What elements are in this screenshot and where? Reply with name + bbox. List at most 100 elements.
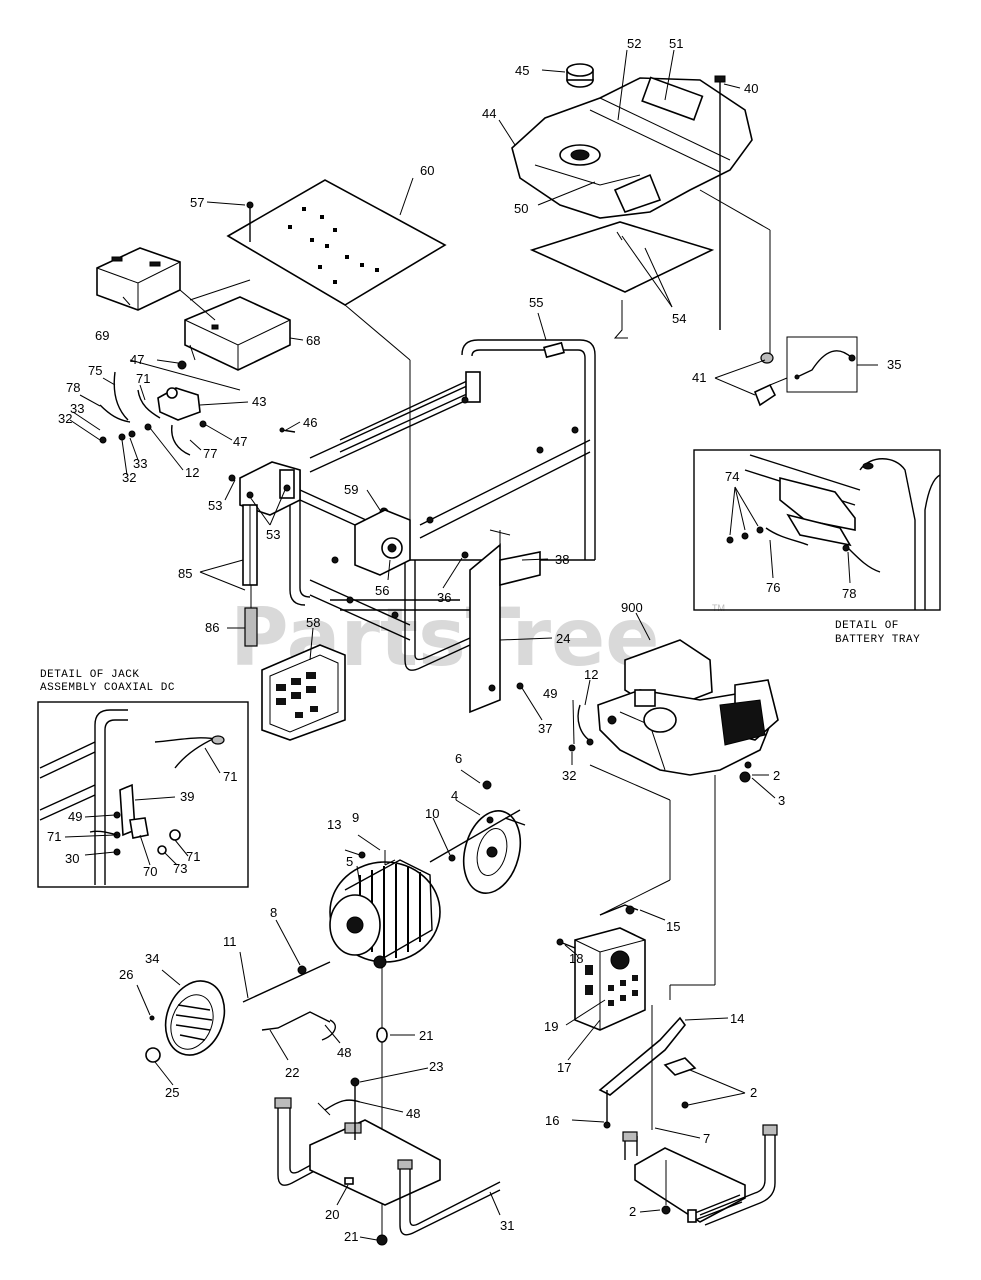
callout-4: 4 xyxy=(451,788,458,803)
callout-44: 44 xyxy=(482,106,496,121)
callout-52: 52 xyxy=(627,36,641,51)
callout-39: 39 xyxy=(180,789,194,804)
callout-26: 26 xyxy=(119,967,133,982)
mounting-cradle-left xyxy=(274,1097,501,1236)
callout-71a: 71 xyxy=(136,371,150,386)
callout-36: 36 xyxy=(437,590,451,605)
callout-43: 43 xyxy=(252,394,266,409)
callout-21b: 21 xyxy=(344,1229,358,1244)
control-panel xyxy=(261,644,346,741)
callout-30: 30 xyxy=(65,851,79,866)
callout-53b: 53 xyxy=(266,527,280,542)
callout-55: 55 xyxy=(529,295,543,310)
callout-15: 15 xyxy=(666,919,680,934)
callout-18: 18 xyxy=(569,951,583,966)
callout-16: 16 xyxy=(545,1113,559,1128)
muffler xyxy=(574,904,646,1031)
engine xyxy=(597,639,779,783)
caption-battery-tray-line2: BATTERY TRAY xyxy=(835,634,920,646)
callout-49a: 49 xyxy=(543,686,557,701)
detail-jack-assembly xyxy=(37,701,249,888)
battery-tray xyxy=(184,296,291,371)
callout-10: 10 xyxy=(425,806,439,821)
callout-58: 58 xyxy=(306,615,320,630)
callout-59: 59 xyxy=(344,482,358,497)
callout-57: 57 xyxy=(190,195,204,210)
battery-cables xyxy=(99,360,207,456)
callout-12a: 12 xyxy=(185,465,199,480)
callout-54: 54 xyxy=(672,311,686,326)
callout-32a: 32 xyxy=(58,411,72,426)
end-cap xyxy=(145,1047,161,1063)
detail-box-35 xyxy=(786,336,858,393)
callout-23: 23 xyxy=(429,1059,443,1074)
alternator-stator xyxy=(329,859,441,969)
callout-78b: 78 xyxy=(842,586,856,601)
callout-32c: 32 xyxy=(562,768,576,783)
callout-900: 900 xyxy=(621,600,643,615)
callout-46: 46 xyxy=(303,415,317,430)
callout-33b: 33 xyxy=(133,456,147,471)
callout-12b: 12 xyxy=(584,667,598,682)
callout-51: 51 xyxy=(669,36,683,51)
panel-rear-housing xyxy=(354,509,411,576)
callout-86: 86 xyxy=(205,620,219,635)
callout-9: 9 xyxy=(352,810,359,825)
callout-32b: 32 xyxy=(122,470,136,485)
callout-73: 73 xyxy=(173,861,187,876)
callout-75: 75 xyxy=(88,363,102,378)
callout-49b: 49 xyxy=(68,809,82,824)
callout-33a: 33 xyxy=(70,401,84,416)
caption-jack-assembly-line2: ASSEMBLY COAXIAL DC xyxy=(40,682,175,694)
callout-2c: 2 xyxy=(629,1204,636,1219)
callout-labels: 45 52 51 40 44 60 57 50 55 54 69 68 35 4… xyxy=(47,36,901,1244)
fuel-tank xyxy=(511,76,753,219)
callout-14: 14 xyxy=(730,1011,744,1026)
callout-48a: 48 xyxy=(337,1045,351,1060)
callout-85: 85 xyxy=(178,566,192,581)
callout-35: 35 xyxy=(887,357,901,372)
callout-2a: 2 xyxy=(773,768,780,783)
callout-70: 70 xyxy=(143,864,157,879)
mounting-bracket-24 xyxy=(469,543,501,714)
callout-78a: 78 xyxy=(66,380,80,395)
rotor-bolt xyxy=(242,961,331,1003)
trademark-mark: TM xyxy=(712,603,725,613)
callout-17: 17 xyxy=(557,1060,571,1075)
callout-3: 3 xyxy=(778,793,785,808)
muffler-bracket xyxy=(598,1016,687,1096)
rear-bearing-carrier xyxy=(462,810,522,894)
callout-74: 74 xyxy=(725,469,739,484)
battery xyxy=(96,247,181,311)
tank-mounting-pad xyxy=(529,221,715,293)
detail-battery-tray xyxy=(693,449,941,611)
callout-71c: 71 xyxy=(47,829,61,844)
callout-21a: 21 xyxy=(419,1028,433,1043)
callout-48b: 48 xyxy=(406,1106,420,1121)
fan-guard xyxy=(164,980,226,1056)
fuel-cap xyxy=(566,63,594,88)
callout-31: 31 xyxy=(500,1218,514,1233)
callout-71b: 71 xyxy=(223,769,237,784)
ground-wire xyxy=(577,704,593,743)
caption-battery-tray-line1: DETAIL OF xyxy=(835,620,899,632)
callout-38: 38 xyxy=(555,552,569,567)
callout-77: 77 xyxy=(203,446,217,461)
callout-6: 6 xyxy=(455,751,462,766)
callout-37: 37 xyxy=(538,721,552,736)
callout-71d: 71 xyxy=(186,849,200,864)
callout-11: 11 xyxy=(223,934,237,949)
callout-24: 24 xyxy=(556,631,570,646)
callout-47b: 47 xyxy=(233,434,247,449)
callout-2b: 2 xyxy=(750,1085,757,1100)
callout-45: 45 xyxy=(515,63,529,78)
support-leg xyxy=(242,504,258,647)
callout-60: 60 xyxy=(420,163,434,178)
caption-jack-assembly-line1: DETAIL OF JACK xyxy=(40,669,139,681)
callout-56: 56 xyxy=(375,583,389,598)
callout-69: 69 xyxy=(95,328,109,343)
battery-tray-cover-plate xyxy=(226,179,447,306)
callout-7: 7 xyxy=(703,1131,710,1146)
callout-20: 20 xyxy=(325,1207,339,1222)
callout-68: 68 xyxy=(306,333,320,348)
